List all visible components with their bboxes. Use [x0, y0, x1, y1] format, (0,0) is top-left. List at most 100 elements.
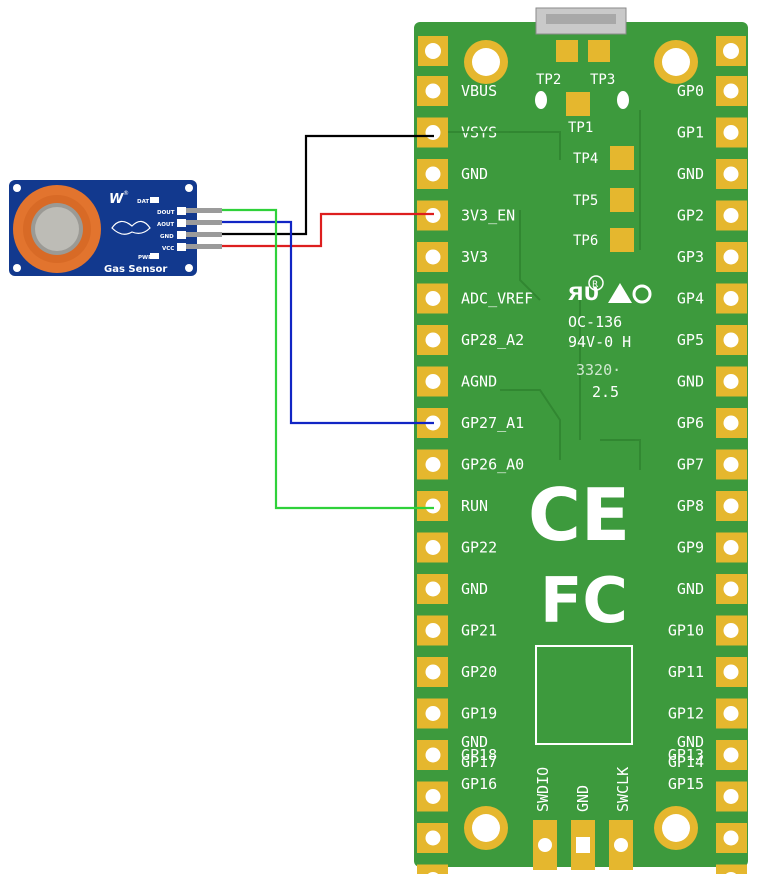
svg-text:ᴙᴜ: ᴙᴜ	[568, 277, 599, 307]
corner-pads	[418, 36, 746, 66]
pin-pad-right	[716, 615, 747, 646]
pin-pad-left	[417, 449, 448, 480]
pin-label-left: VBUS	[461, 82, 497, 100]
pin-label-left: ADC_VREF	[461, 290, 533, 308]
pin-pad-right	[716, 574, 747, 604]
dat-led	[150, 197, 159, 203]
pin-pad-right	[716, 740, 747, 770]
pin-pad-left	[417, 76, 448, 106]
test-pad-tp5	[610, 188, 634, 212]
svg-text:®: ®	[123, 190, 129, 197]
board-pcb	[414, 22, 748, 867]
pin-pad-left	[417, 242, 448, 272]
pin-pad-left	[417, 781, 448, 812]
pin-pad-left	[417, 117, 448, 148]
pcb-traces	[448, 110, 641, 470]
pin-label-right: GP5	[677, 331, 704, 349]
ul-recognized-mark-icon: ᴙᴜ R	[568, 275, 652, 307]
pin-label-right: GP15	[668, 775, 704, 793]
pin-pad-left	[417, 283, 448, 314]
pin-pad-right	[716, 325, 747, 355]
sensor-title: Gas Sensor	[104, 264, 167, 275]
right-pin-labels: GP0GP1GNDGP2GP3GP4GP5GNDGP6GP7GP8GP9GNDG…	[668, 82, 704, 793]
pin-pad-right	[716, 532, 747, 563]
pin-label-left: RUN	[461, 497, 488, 515]
left-pin-labels: VBUSVSYSGND3V3_EN3V3ADC_VREFGP28_A2AGNDG…	[461, 82, 533, 793]
pin-pad-left	[417, 325, 448, 355]
board-marking: 3320·	[576, 361, 621, 379]
pin-label-left: GP22	[461, 539, 497, 557]
pin-label-right: GP13	[668, 746, 704, 764]
pin-label-left: GP21	[461, 622, 497, 640]
test-pad-tp4	[610, 146, 634, 170]
pin-pad-left	[417, 200, 448, 231]
pin-label-right: GP0	[677, 82, 704, 100]
pin-label-right: GP1	[677, 124, 704, 142]
pin-pad-right	[716, 823, 747, 853]
wire-vcc-3v3	[222, 212, 434, 248]
pin-label-right: GND	[677, 733, 704, 751]
pin-label-left: GP16	[461, 775, 497, 793]
pin-pad-right	[716, 366, 747, 397]
gas-sensor-module: W ® Gas Sensor DAT PWR DOUT AOUT GND VCC	[9, 180, 222, 276]
pin-label-right: GP7	[677, 456, 704, 474]
pin-label-left: 3V3	[461, 248, 488, 266]
tp-label: TP1	[568, 120, 593, 136]
pin-label-right: GP8	[677, 497, 704, 515]
pin-pad-left	[417, 159, 448, 189]
pin-label-left: GP28_A2	[461, 331, 524, 349]
usb-connector-slot	[546, 14, 616, 24]
pin-label-left: GP26_A0	[461, 456, 524, 474]
wire-aout-gp26	[222, 220, 434, 425]
tp-label: TP5	[573, 193, 598, 209]
pin-label-right: GP6	[677, 414, 704, 432]
pin-label-left: 3V3_EN	[461, 207, 515, 225]
tp-label: TP2	[536, 72, 561, 88]
pin-label-right: GND	[677, 373, 704, 391]
pin-label-left: GP27_A1	[461, 414, 524, 432]
pwr-led	[150, 253, 159, 259]
tp-label: TP6	[573, 233, 598, 249]
pin-label-left: GND	[461, 165, 488, 183]
pin-pad-right	[716, 491, 747, 521]
left-pin-header	[417, 76, 448, 874]
pin-pad-left	[417, 698, 448, 729]
svg-text:R: R	[592, 280, 598, 290]
right-pin-header	[716, 76, 747, 874]
pin-label-right: GP4	[677, 290, 704, 308]
test-pad-tp2	[556, 40, 578, 62]
sensor-pin-label: GND	[160, 234, 174, 240]
mounting-holes	[464, 40, 698, 850]
pico-board: VBUSVSYSGND3V3_EN3V3ADC_VREFGP28_A2AGNDG…	[414, 7, 748, 874]
sensor-pin-label: AOUT	[157, 222, 174, 228]
pin-pad-right	[716, 781, 747, 812]
pin-label-right: GP2	[677, 207, 704, 225]
test-points: TP2 TP3 TP1 TP4 TP5 TP6	[535, 40, 634, 252]
pin-label-left: GP18	[461, 746, 497, 764]
wire-gnd	[222, 134, 434, 236]
debug-label-swclk: SWCLK	[614, 767, 632, 812]
pin-pad-right	[716, 698, 747, 729]
pin-label-right: GP9	[677, 539, 704, 557]
pin-label-left: GP17	[461, 753, 497, 771]
led-label-pwr: PWR	[138, 255, 153, 261]
wire-dout-gp22	[222, 208, 434, 510]
debug-label-swdio: SWDIO	[534, 767, 552, 812]
pin-pad-right	[716, 159, 747, 189]
pin-label-left: GP20	[461, 663, 497, 681]
pin-pad-right	[716, 200, 747, 231]
tp-label: TP4	[573, 151, 598, 167]
pin-pad-right	[716, 657, 747, 687]
pin-pad-right	[716, 242, 747, 272]
debug-label-gnd: GND	[574, 785, 592, 812]
pin-label-right: GND	[677, 580, 704, 598]
pin-pad-right	[716, 283, 747, 314]
pin-label-left: GND	[461, 733, 488, 751]
tp-label: TP3	[590, 72, 615, 88]
test-pad-tp1	[566, 92, 590, 116]
pin-pad-left	[417, 657, 448, 687]
cloud-logo-icon	[111, 220, 151, 235]
pin-label-left: GND	[461, 580, 488, 598]
test-pad-tp6	[610, 228, 634, 252]
